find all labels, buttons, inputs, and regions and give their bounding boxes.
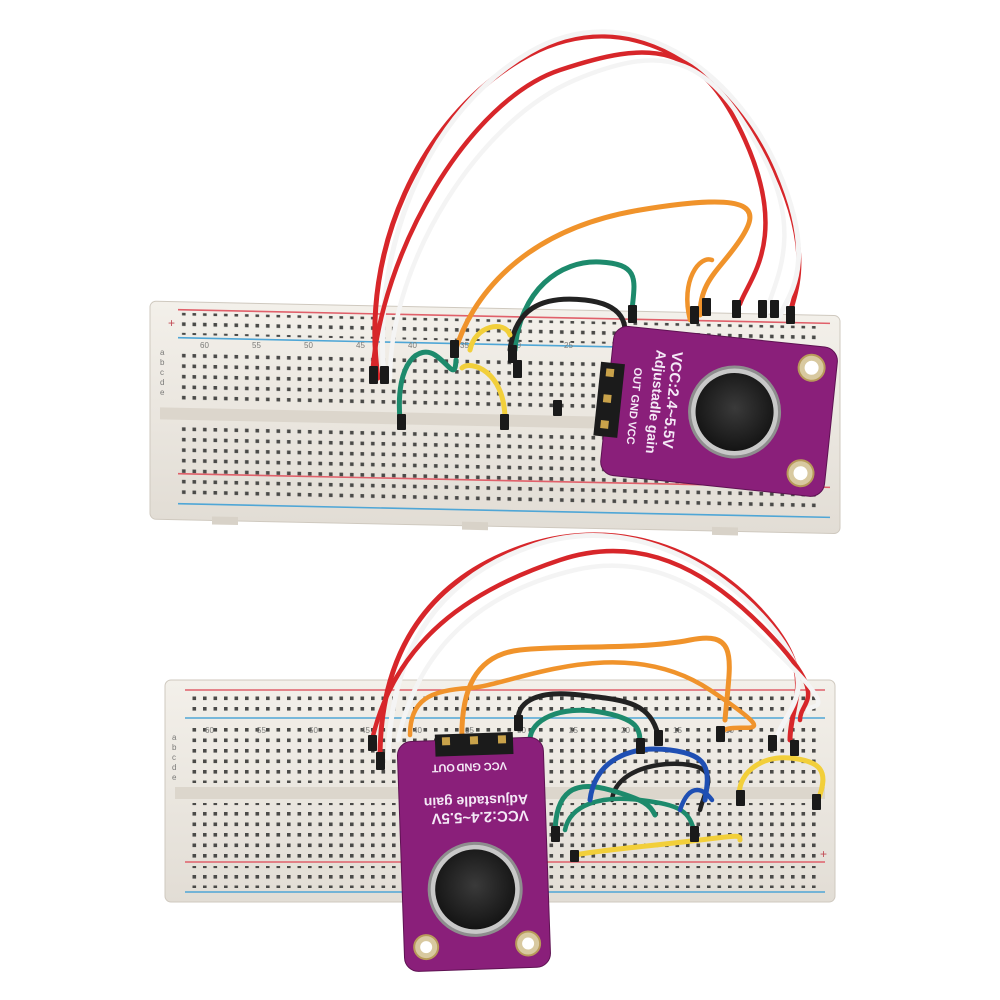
bottom-blue-wire-2 [677, 787, 715, 813]
bottom-column-number: 50 [309, 726, 318, 735]
top-column-number: 60 [200, 341, 209, 350]
bottom-orange-wire-2 [407, 660, 757, 738]
top-pin-label-vcc: VCC [624, 421, 638, 445]
top-green-wire-2 [396, 349, 459, 423]
top-red-wire-2 [369, 50, 768, 381]
bottom-column-number: 35 [465, 726, 474, 735]
top-row-letter: d [160, 378, 164, 387]
bottom-mic-module: VCC:2.4~5.5V Adjustadle gain VCC GND OUT [396, 731, 551, 972]
top-column-number: 50 [304, 341, 313, 350]
bottom-module-voltage-label: VCC:2.4~5.5V [431, 806, 529, 826]
top-column-number: 45 [356, 341, 365, 350]
bottom-pin-label-out: OUT [431, 761, 455, 774]
bottom-column-number: 45 [361, 726, 370, 735]
bottom-row-letter: e [172, 773, 177, 782]
bottom-black-wire [515, 691, 661, 738]
bottom-row-letter: d [172, 763, 176, 772]
bottom-column-number: 55 [257, 726, 266, 735]
bottom-pin-label-vcc: VCC [483, 759, 507, 772]
top-column-number: 25 [564, 341, 573, 350]
top-white-wire-2 [387, 58, 787, 381]
bottom-row-letter: b [172, 743, 177, 752]
bottom-yellow-wire [736, 755, 826, 803]
bottom-row-letter: c [172, 753, 176, 762]
bottom-yellow-wire-2 [572, 833, 743, 858]
top-row-letter: c [160, 368, 164, 377]
bottom-rail-plus-sign: + [820, 847, 827, 861]
bottom-column-number: 60 [205, 726, 214, 735]
bottom-orange-wire [459, 635, 732, 748]
bottom-white-wire [385, 533, 801, 761]
top-yellow-wire [459, 324, 513, 423]
bottom-green-wire [527, 707, 643, 748]
bottom-pin-headers [368, 715, 821, 862]
bottom-column-number: 40 [413, 726, 422, 735]
bottom-wires [369, 532, 826, 858]
bottom-column-number: 20 [621, 726, 630, 735]
top-white-wire [379, 29, 802, 381]
top-column-number: 35 [460, 341, 469, 350]
top-column-number: 55 [252, 341, 261, 350]
bottom-green-wire-3 [562, 796, 698, 838]
bottom-white-wire-2 [395, 563, 821, 743]
top-mic-module: VCC:2.4~5.5V Adjustadle gain OUT GND VCC [593, 325, 838, 497]
bottom-green-wire-2 [552, 784, 658, 838]
top-orange-wire-2 [685, 257, 715, 323]
bottom-column-number: 25 [569, 726, 578, 735]
top-wires [369, 29, 802, 482]
top-green-wire [512, 259, 637, 353]
top-pin-label-gnd: GND [626, 394, 640, 420]
top-rail-plus-sign: + [168, 316, 175, 330]
top-column-number: 40 [408, 341, 417, 350]
top-pin-headers [369, 298, 795, 430]
bottom-blue-wire [587, 746, 710, 803]
bottom-row-letter: a [172, 733, 177, 742]
top-orange-wire [452, 199, 753, 355]
bottom-column-number: 15 [673, 726, 682, 735]
top-row-letter: e [160, 388, 165, 397]
top-row-letter: a [160, 348, 165, 357]
bottom-module-gain-label: Adjustadle gain [424, 791, 529, 811]
top-row-letter: b [160, 358, 165, 367]
bottom-pin-label-gnd: GND [456, 760, 481, 773]
top-pin-label-out: OUT [629, 367, 643, 392]
